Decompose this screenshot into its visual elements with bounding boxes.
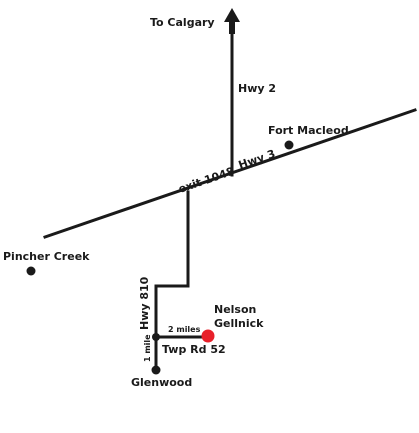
pincher-creek-label: Pincher Creek <box>3 250 90 263</box>
distance-2-miles-label: 2 miles <box>168 325 201 334</box>
hwy3-road <box>43 108 417 239</box>
hwy2-label: Hwy 2 <box>238 82 276 95</box>
to-calgary-label: To Calgary <box>150 16 215 29</box>
hwy810-label: Hwy 810 <box>138 276 151 330</box>
fort-macleod-dot <box>284 140 294 150</box>
distance-1-mile-label: 1 mile <box>143 334 152 362</box>
glenwood-label: Glenwood <box>131 376 192 389</box>
north-arrow-icon <box>224 8 240 34</box>
pincher-creek-dot <box>26 266 36 276</box>
junction-dot <box>152 333 160 341</box>
hwy3-label: Hwy 3 <box>237 147 277 172</box>
glenwood-dot <box>151 365 161 375</box>
exit-label: exit 1048 <box>177 165 236 196</box>
destination-name-line1: Nelson <box>214 303 256 316</box>
fort-macleod-label: Fort Macleod <box>268 124 349 137</box>
hwy810-road <box>154 190 190 339</box>
destination-marker <box>201 329 215 343</box>
destination-name-line2: Gellnick <box>214 317 264 330</box>
twp-rd-label: Twp Rd 52 <box>162 343 226 356</box>
